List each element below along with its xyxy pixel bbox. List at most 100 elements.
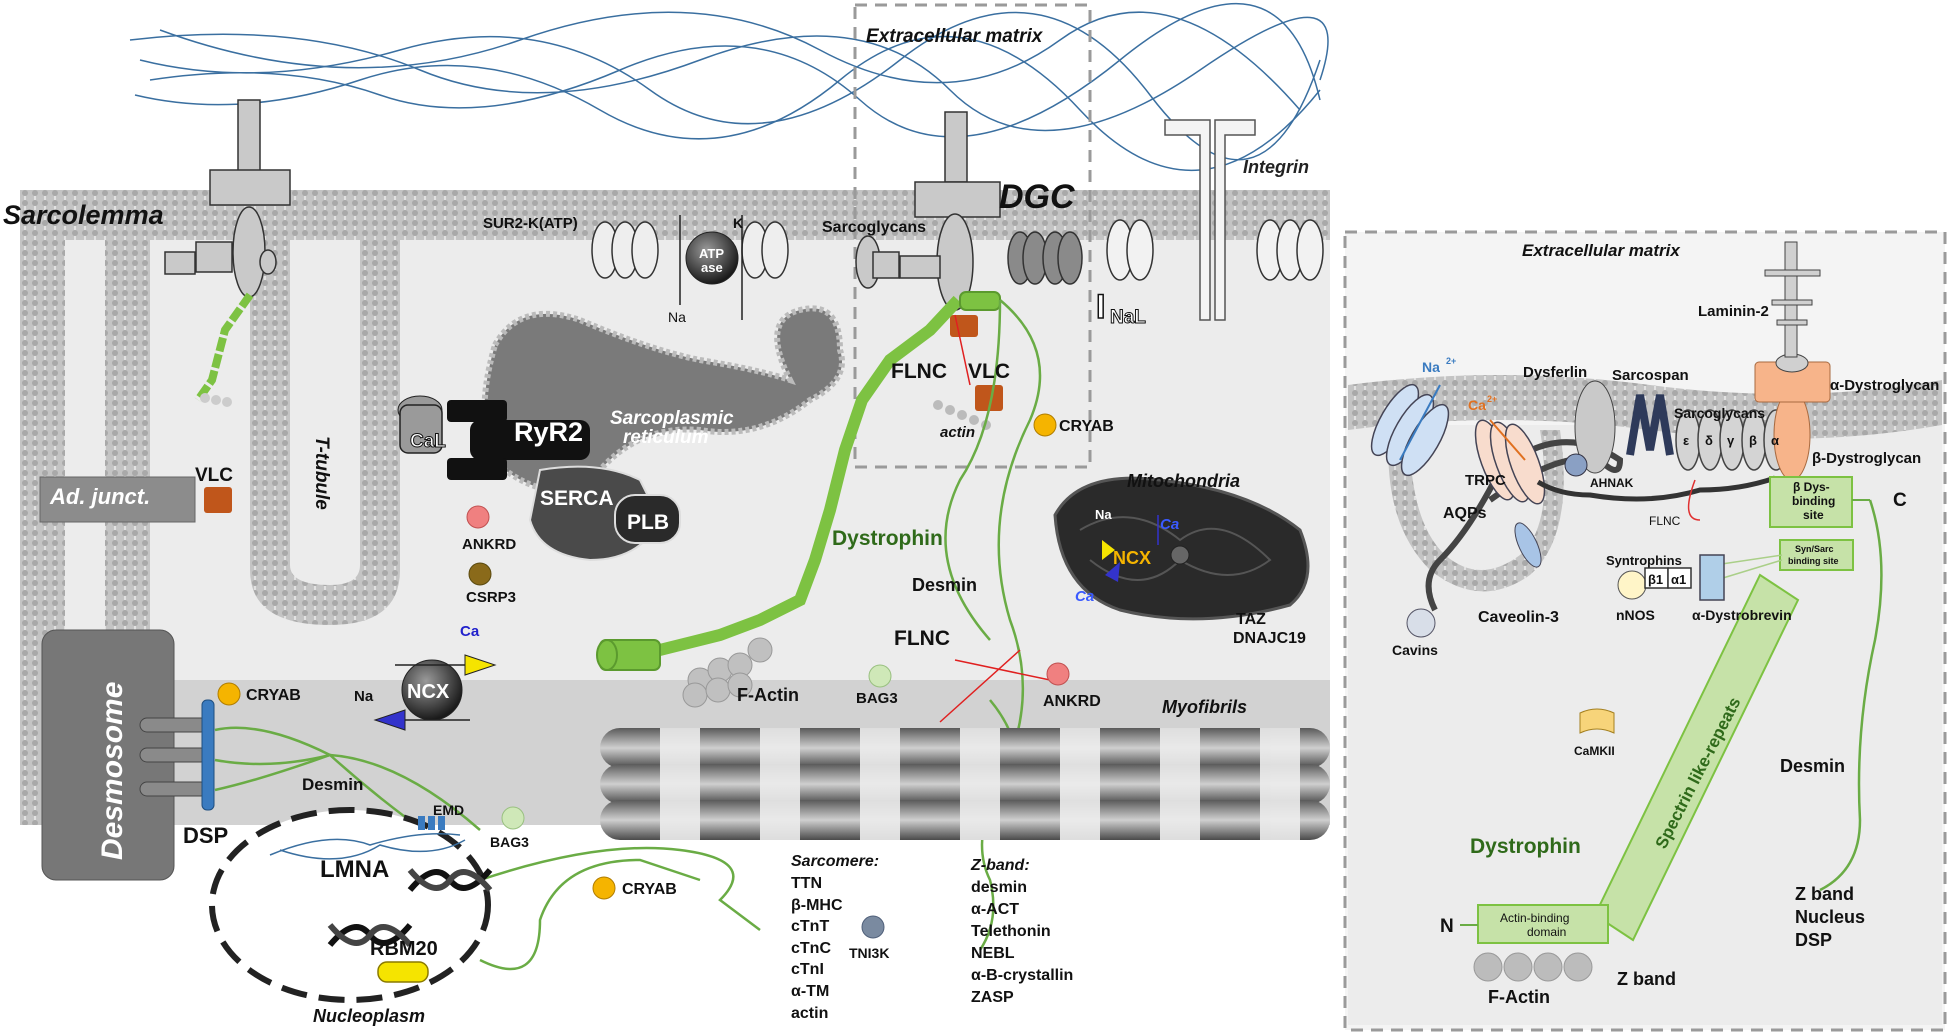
k-ion-label: K [733,215,743,231]
f-actin-label: F-Actin [737,685,799,705]
cryab-left-dot [217,682,241,706]
flnc-link-top [954,314,971,386]
beta1-label: β1 [1648,572,1663,587]
nucleoplasm-label: Nucleoplasm [313,1006,425,1026]
na-ion-label: Na [668,309,686,325]
ca-ion-label: Ca [1468,397,1486,413]
sarcolemma-label: Sarcolemma [3,200,164,230]
cryab-left-label: CRYAB [246,687,301,704]
na-sup-label: 2+ [1446,356,1456,366]
desmosome-label: Desmosome [96,682,129,860]
ad-junct-label: Ad. junct. [49,484,150,509]
actin-binding-2: domain [1527,925,1566,939]
csrp3-dot [468,562,492,586]
laminin-2 [1764,241,1821,358]
dsp-label: DSP [183,823,228,848]
myofibrils-label: Myofibrils [1162,697,1247,717]
nucleus [209,807,491,1003]
sur2-katp-label: SUR2-K(ATP) [483,215,578,232]
syntrophin-alpha1 [1667,567,1692,589]
sg-letter: δ [1705,433,1713,448]
sg-letter: γ [1727,433,1735,448]
trpc-label: TRPC [1465,472,1506,489]
cryab-bottom-label: CRYAB [622,881,677,898]
bag3-mid-label: BAG3 [856,690,898,707]
ryr2-channel [447,400,590,480]
left-panel [20,2,1330,1003]
zband-item: Telethonin [971,923,1051,940]
desmin-target: Nucleus [1795,907,1865,927]
bag3-mid-dot [868,664,892,688]
inal-sub-label: NaL [1110,307,1146,328]
plb-protein [614,494,681,544]
flnc-right-label: FLNC [1649,514,1681,528]
f-actin-beads [682,637,773,708]
zband-item: α-ACT [971,901,1019,918]
inal-channel [1106,219,1324,281]
right-panel [1343,230,1947,1032]
ankrd-mid-dot [1046,662,1070,686]
aqp-small [1514,522,1542,568]
flnc-mid-label: FLNC [894,627,950,650]
sarcomere-title: Sarcomere: [791,853,879,870]
inal-i-label: I [1096,288,1105,326]
desmin-mid-label: Desmin [912,575,977,595]
right-f-actin-label: F-Actin [1488,987,1550,1007]
zband-item: desmin [971,879,1027,896]
camkii-flag [1579,708,1615,734]
lmna-label: LMNA [320,856,389,883]
beta-dys-binding-1: β Dys- [1793,480,1830,494]
myofibrils [600,728,1330,840]
ad-junct-box [39,476,196,523]
ecm-label: Extracellular matrix [866,26,1044,47]
cavins-label: Cavins [1392,642,1438,658]
integrin [1164,119,1256,321]
dna-helix-2 [407,868,493,892]
mito-ca-top-label: Ca [1160,516,1179,533]
zband-item: α-B-crystallin [971,967,1073,984]
ca-flux-line [1489,419,1526,461]
dna-helix-1 [327,923,413,947]
ryr2-label: RyR2 [514,417,583,447]
bag3-left-label: BAG3 [490,834,529,850]
dgc-complex-left [164,99,291,298]
sg-letter: α [1771,433,1779,448]
desmin-fibers [214,299,1042,971]
na-ion-label: Na [1422,359,1440,375]
mito-na-label: Na [1095,507,1112,522]
cal-label: CaL [410,431,446,452]
lamina-fibers-2 [279,839,466,860]
dystrophin-right-label: Dystrophin [1470,835,1581,858]
mito-na-arrow [1102,540,1115,560]
alpha-dystrobrevin-rect [1699,554,1725,601]
na-flux-line [1399,384,1441,461]
cavins-ball [1406,608,1436,638]
taz-label: TAZ [1236,611,1266,628]
emd-label: EMD [433,802,464,818]
desmin-target: Z band [1795,884,1854,904]
spectrin-rod [1593,573,1800,942]
atpase-label-1: ATP [699,246,724,261]
nnos-ball [1617,570,1647,600]
ahnak-ball [1564,453,1588,477]
sarcomere-item: cTnC [791,940,831,957]
right-f-actin-beads [1473,952,1593,982]
plb-label: PLB [627,511,669,534]
sarcospan-label: Sarcospan [1612,367,1689,384]
mito-ca-arrow [1105,562,1120,582]
beta-dystroglycan-label: β-Dystroglycan [1812,450,1921,467]
ankrd-left-label: ANKRD [462,536,516,553]
ncx-na-arrow [373,709,406,731]
ncx-label: NCX [407,681,450,703]
dysferlin [1574,380,1616,474]
sur2-katp-channel [591,221,789,279]
serca-label: SERCA [540,487,614,510]
ankrd-left-dot [466,505,490,529]
dystrophin-membrane-link [1536,475,1776,502]
zband-list: desmin α-ACT Telethonin NEBL α-B-crystal… [971,879,1073,1006]
syntrophins-label: Syntrophins [1606,553,1682,568]
sg-letter: β [1749,433,1757,448]
csrp3-label: CSRP3 [466,589,516,606]
sarcomere-item: β-MHC [791,897,843,914]
